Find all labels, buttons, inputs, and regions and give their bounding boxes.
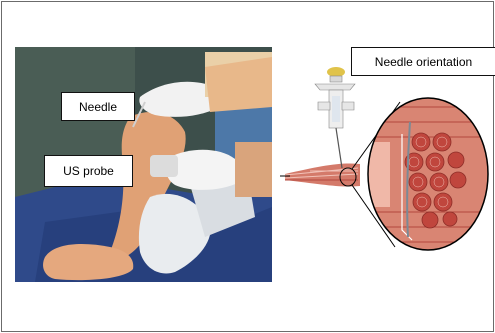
needle-muscle-diagram	[280, 62, 494, 262]
needle-label: Needle	[61, 92, 135, 121]
muscle-cross-section	[360, 92, 494, 262]
muscle-belly	[280, 163, 360, 186]
syringe-icon	[315, 67, 355, 168]
us-probe-label: US probe	[44, 155, 133, 187]
